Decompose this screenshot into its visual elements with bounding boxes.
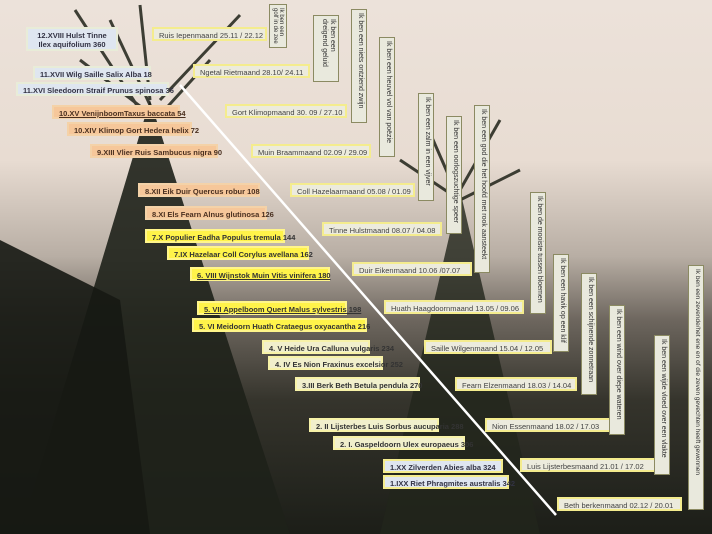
verse-label: Ik ben een havik op een klif (553, 254, 569, 352)
tree-label: 6. VIII Wijnstok Muin Vitis vinifera 180 (190, 267, 331, 281)
tree-label: 8.XI Els Fearn Alnus glutinosa 126 (145, 206, 274, 220)
month-label: Gort Klimopmaand 30. 09 / 27.10 (225, 104, 347, 118)
verse-label: Ik ben de mooiste tussen bloemen (530, 192, 546, 314)
verse-label: Ik ben een zalm in een vijver (418, 93, 434, 201)
month-label: Tinne Hulstmaand 08.07 / 04.08 (322, 222, 442, 236)
month-label: Beth berkenmaand 02.12 / 20.01 (557, 497, 682, 511)
tree-label: 2. I. Gaspeldoorn Ulex europaeus 306 (333, 436, 473, 450)
month-label: Coll Hazelaarmaand 05.08 / 01.09 (290, 183, 415, 197)
month-label: Muin Braammaand 02.09 / 29.09 (251, 144, 371, 158)
tree-label: 7.X Populier Eadha Populus tremula 144 (145, 229, 295, 243)
month-label: Huath Haagdoornmaand 13.05 / 09.06 (384, 300, 524, 314)
verse-label: Ik ben een golf in de zee (269, 4, 287, 48)
month-label: Ngetal Rietmaand 28.10/ 24.11 (193, 64, 310, 78)
tree-label: 4. IV Es Nion Fraxinus excelsior 252 (268, 356, 403, 370)
verse-label: Ik ben een zevende/het ene en of die zev… (688, 265, 704, 510)
verse-label: Ik ben een wijde vloed over een vlakte (654, 335, 670, 475)
tree-label: 1.XX Zilverden Abies alba 324 (383, 459, 503, 473)
verse-label: Ik ben een oorlogszuchtige speer (446, 116, 462, 234)
tree-label: 10.XIV Klimop Gort Hedera helix 72 (67, 122, 199, 136)
verse-label: Ik ben een heuvel vol van poëzie (379, 37, 395, 157)
tree-label: 11.XVII Wilg Saille Salix Alba 18 (33, 66, 152, 80)
tree-label: 11.XVI Sleedoorn Straif Prunus spinosa 3… (16, 82, 174, 96)
verse-label: Ik ben een schijnende zonnetraan (581, 273, 597, 395)
tree-label: 5. VI Meidoorn Huath Crataegus oxyacanth… (192, 318, 370, 332)
verse-label: Ik ben een dreigend geluid (313, 15, 339, 82)
tree-label: 12.XVIII Hulst Tinne Ilex aquifolium 360 (26, 27, 118, 51)
tree-label: 7.IX Hazelaar Coll Corylus avellana 162 (167, 246, 313, 260)
month-label: Duir Eikenmaand 10.06 /07.07 (352, 262, 472, 276)
verse-label: Ik ben een wind over diepe wateren (609, 305, 625, 435)
verse-label: Ik ben een god die het hoofd met rook aa… (474, 105, 490, 273)
month-label: Ruis Iepenmaand 25.11 / 22.12 (152, 27, 267, 41)
tree-label: 3.III Berk Beth Betula pendula 270 (295, 377, 422, 391)
tree-label: 10.XV VenijnboomTaxus baccata 54 (52, 105, 186, 119)
verse-label: Ik ben een niets ontziend zwijn (351, 9, 367, 123)
tree-label: 9.XIII Vlier Ruis Sambucus nigra 90 (90, 144, 222, 158)
tree-label: 8.XII Eik Duir Quercus robur 108 (138, 183, 260, 197)
month-label: Fearn Elzenmaand 18.03 / 14.04 (455, 377, 577, 391)
month-label: Nion Essenmaand 18.02 / 17.03 (485, 418, 613, 432)
tree-label: 4. V Heide Ura Calluna vulgaris 234 (262, 340, 394, 354)
tree-label: 1.IXX Riet Phragmites australis 342 (383, 475, 515, 489)
month-label: Saille Wilgenmaand 15.04 / 12.05 (424, 340, 552, 354)
tree-label: 2. II Lijsterbes Luis Sorbus aucuparia 2… (309, 418, 464, 432)
diagonal-divider (179, 84, 557, 516)
month-label: Luis Lijsterbesmaand 21.01 / 17.02 (520, 458, 660, 472)
tree-label: 5. VII Appelboom Quert Malus sylvestris … (197, 301, 361, 315)
